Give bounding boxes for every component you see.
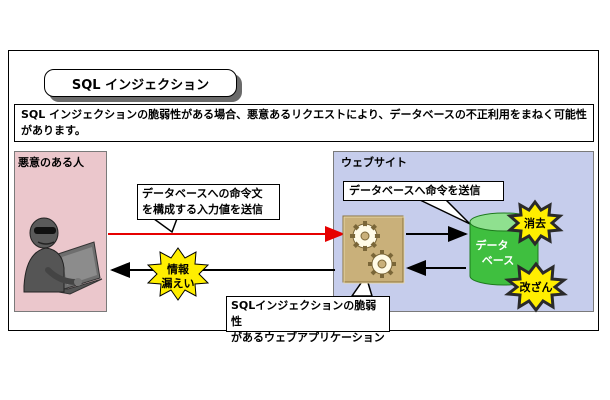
web-application-icon [342, 215, 405, 284]
db-callout-tail [419, 199, 471, 225]
app-callout-line1: SQLインジェクションの脆弱性 [231, 299, 377, 328]
db-callout: データベースへ命令を送信 [343, 181, 504, 201]
description-text: SQL インジェクションの脆弱性がある場合、悪意あるリクエストにより、データベー… [21, 108, 587, 137]
db-label-line1: データ [476, 238, 509, 252]
tamper-burst-icon: 改ざん [504, 261, 568, 313]
attacker-callout-line1: データベースへの命令文 [142, 187, 263, 200]
website-label: ウェブサイト [341, 156, 407, 169]
tamper-burst-label: 改ざん [520, 280, 553, 294]
gear-icon [368, 250, 396, 278]
attacker-callout: データベースへの命令文 を構成する入力値を送信 [137, 184, 280, 220]
app-callout-line2: があるウェブアプリケーション [231, 331, 385, 344]
app-callout: SQLインジェクションの脆弱性 があるウェブアプリケーション [226, 296, 390, 344]
title-text: SQL インジェクション [71, 77, 210, 93]
leak-burst-line1: 情報 [167, 262, 190, 276]
delete-burst-label: 消去 [524, 216, 546, 230]
diagram-title: SQL インジェクション [44, 69, 237, 97]
leak-burst-icon: 情報 漏えい [146, 247, 210, 301]
db-label-line2: ベース [482, 254, 514, 267]
leak-burst-line2: 漏えい [162, 276, 195, 290]
attacker-callout-line2: を構成する入力値を送信 [142, 203, 263, 216]
attacker-label: 悪意のある人 [18, 156, 84, 169]
db-callout-text: データベースへ命令を送信 [349, 184, 481, 197]
description-box: SQL インジェクションの脆弱性がある場合、悪意あるリクエストにより、データベー… [14, 104, 594, 142]
attacker-icon [23, 217, 103, 295]
gear-icon [350, 221, 380, 251]
delete-burst-icon: 消去 [506, 199, 564, 247]
